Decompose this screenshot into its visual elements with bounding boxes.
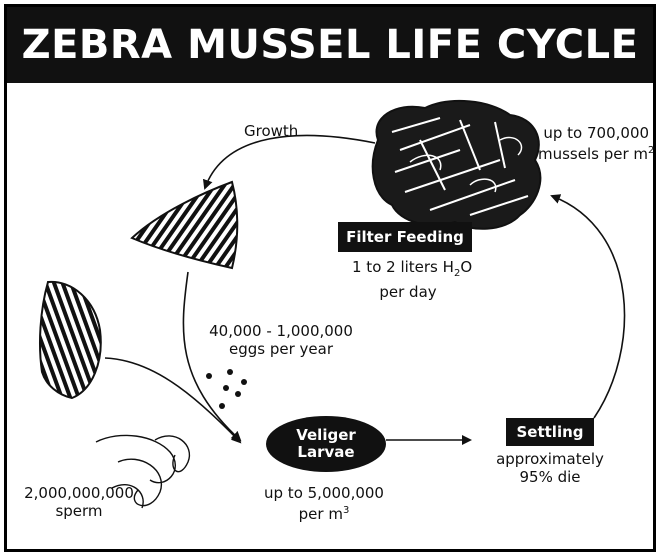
growth-arrow: [205, 136, 375, 188]
veliger-line2: Larvae: [297, 444, 354, 461]
veliger-density-label: up to 5,000,000 per m3: [258, 484, 390, 523]
veliger-density-line2: per m3: [258, 502, 390, 523]
filter-rate-line2: per day: [352, 283, 464, 301]
cluster-density-unit: mussels per m: [538, 145, 648, 163]
sperm-label: 2,000,000,000 sperm: [20, 484, 138, 520]
cluster-density-line2: mussels per m2: [538, 142, 654, 163]
filter-rate-pre: 1 to 2 liters H: [352, 258, 454, 276]
filter-feeding-box: Filter Feeding: [338, 222, 472, 252]
settling-line2: 95% die: [490, 468, 610, 486]
adult-to-larvae-arrow: [105, 358, 240, 442]
egg-dots-icon: [206, 369, 247, 409]
cluster-density-line1: up to 700,000: [538, 124, 654, 142]
filter-rate-post: O: [460, 258, 472, 276]
cluster-density-sup: 2: [648, 145, 654, 156]
sperm-line1: 2,000,000,000: [20, 484, 138, 502]
filter-rate-label: 1 to 2 liters H2O per day: [352, 258, 464, 301]
veliger-larvae-oval: Veliger Larvae: [266, 416, 386, 472]
young-mussel-shell-icon: [132, 182, 237, 268]
settling-box: Settling: [506, 418, 594, 446]
eggs-label: 40,000 - 1,000,000 eggs per year: [206, 322, 356, 358]
growth-label: Growth: [244, 122, 298, 140]
settling-to-cluster-arrow: [552, 196, 625, 418]
veliger-line1: Veliger: [296, 427, 356, 444]
veliger-density-sup: 3: [343, 505, 349, 516]
veliger-density-unit: per m: [299, 505, 343, 523]
mussel-cluster-icon: [373, 101, 541, 229]
veliger-density-line1: up to 5,000,000: [258, 484, 390, 502]
filter-rate-line1: 1 to 2 liters H2O: [352, 258, 464, 283]
cluster-density-label: up to 700,000 mussels per m2: [538, 124, 654, 163]
settling-label: approximately 95% die: [490, 450, 610, 486]
sperm-line2: sperm: [20, 502, 138, 520]
eggs-line2: eggs per year: [206, 340, 356, 358]
adult-mussel-shell-icon: [40, 282, 101, 398]
settling-line1: approximately: [490, 450, 610, 468]
eggs-line1: 40,000 - 1,000,000: [206, 322, 356, 340]
